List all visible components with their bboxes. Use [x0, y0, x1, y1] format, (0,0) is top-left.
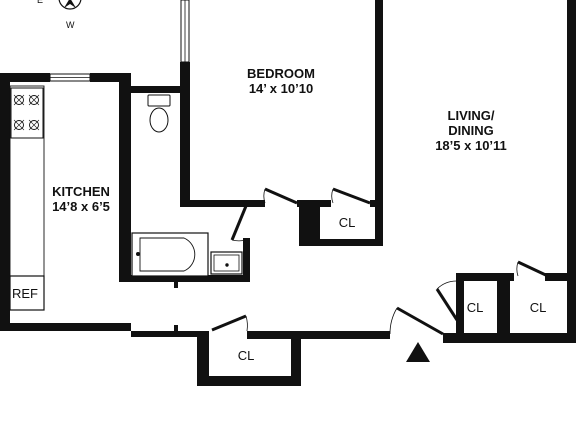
wall-bath-right-lower — [243, 238, 250, 282]
stove-grates — [13, 94, 40, 131]
wall-bath-top — [131, 86, 182, 93]
hall-closet-label-left: CL — [467, 300, 484, 315]
bathtub-drain — [136, 252, 140, 256]
fridge-label: REF — [12, 286, 38, 301]
bath-fixtures — [131, 94, 243, 277]
toilet-bowl — [149, 107, 169, 133]
wall-bedroom-closet-bottom — [299, 239, 381, 246]
wall-hall-bottom-left — [131, 331, 209, 337]
room-labels: BEDROOM 14’ x 10’10 LIVING/ DINING 18’5 … — [52, 66, 546, 363]
bedroom-door-arc — [263, 188, 266, 204]
wall-hall-closet-top — [456, 273, 514, 281]
entry-arrow-icon — [406, 342, 430, 362]
hall-closet-door-leaf — [435, 288, 459, 321]
walls — [0, 0, 576, 386]
front-door-arc — [389, 307, 398, 335]
bath-sink — [210, 251, 243, 275]
bedroom-closet-label: CL — [339, 215, 356, 230]
living-closet-door-leaf — [517, 260, 551, 279]
wall-living-closet-top — [545, 273, 567, 281]
wall-bedroom-bottom-left — [180, 200, 265, 207]
refrigerator — [9, 275, 45, 311]
wall-bedroom-left — [180, 62, 190, 207]
bedroom-dims: 14’ x 10’10 — [249, 81, 313, 96]
stove-burner — [29, 120, 39, 130]
wall-living-right — [567, 0, 576, 343]
kitchen-name: KITCHEN — [52, 184, 110, 199]
wall-entry-closet-right — [291, 331, 301, 386]
wall-bedroom-closet-block — [299, 203, 320, 246]
wall-kitchen-top-left — [0, 73, 50, 82]
compass-side-letter-left: E — [37, 0, 43, 5]
living-name-line2: DINING — [448, 123, 494, 138]
hall-closet-door-arc — [436, 280, 458, 290]
kitchen-fixtures: REF — [9, 85, 45, 311]
wall-kitchen-top-right — [90, 73, 131, 82]
wall-entry-closet-bottom — [197, 376, 301, 386]
wall-entry-closet-left — [197, 331, 209, 386]
entry-closet-label: CL — [238, 348, 255, 363]
bedroom-door-leaf — [264, 187, 298, 205]
windows — [49, 0, 190, 82]
wall-kitchen-bottom — [0, 323, 131, 331]
wall-stub-hall — [174, 325, 178, 333]
living-closet-door-arc — [516, 261, 519, 277]
toilet-tank — [147, 94, 171, 107]
stove-burners — [13, 94, 40, 131]
living-dims: 18’5 x 10’11 — [435, 138, 507, 153]
wall-hall-closet-divider — [497, 273, 510, 335]
stove-burner — [14, 95, 24, 105]
compass-needle — [64, 0, 76, 8]
bath-sink-basin — [213, 254, 240, 272]
wall-hall-bottom-mid — [247, 331, 390, 339]
bathtub — [131, 232, 209, 277]
living-name-line1: LIVING/ — [448, 108, 495, 123]
wall-hall-closet-left — [456, 273, 464, 335]
front-door-leaf — [396, 306, 444, 336]
compass-ring — [58, 0, 82, 10]
bath-door-arc — [231, 239, 247, 242]
kitchen-dims: 14’8 x 6’5 — [52, 199, 110, 214]
stove-burner — [14, 120, 24, 130]
bath-sink-drain — [225, 263, 229, 267]
stove-burner — [29, 95, 39, 105]
compass-west-label: W — [66, 20, 75, 30]
wall-bath-bottom — [119, 275, 249, 282]
compass-rose: E W — [37, 0, 82, 30]
bedroom-name: BEDROOM — [247, 66, 315, 81]
entry-closet-door-leaf — [211, 314, 247, 332]
bedroom-closet-door-leaf — [332, 187, 371, 205]
wall-kitchen-left — [0, 74, 10, 331]
entry-closet-door-arc — [245, 315, 248, 332]
wall-bedroom-right — [375, 0, 383, 246]
wall-stub-bath — [174, 280, 178, 288]
bath-door-leaf — [230, 205, 248, 241]
doors — [211, 187, 551, 336]
wall-hall-bottom-right — [443, 333, 567, 343]
bedroom-closet-door-arc — [331, 188, 334, 204]
hall-closet-label-right: CL — [530, 300, 547, 315]
wall-kitchen-bath — [119, 73, 131, 282]
bathtub-basin — [139, 237, 196, 272]
